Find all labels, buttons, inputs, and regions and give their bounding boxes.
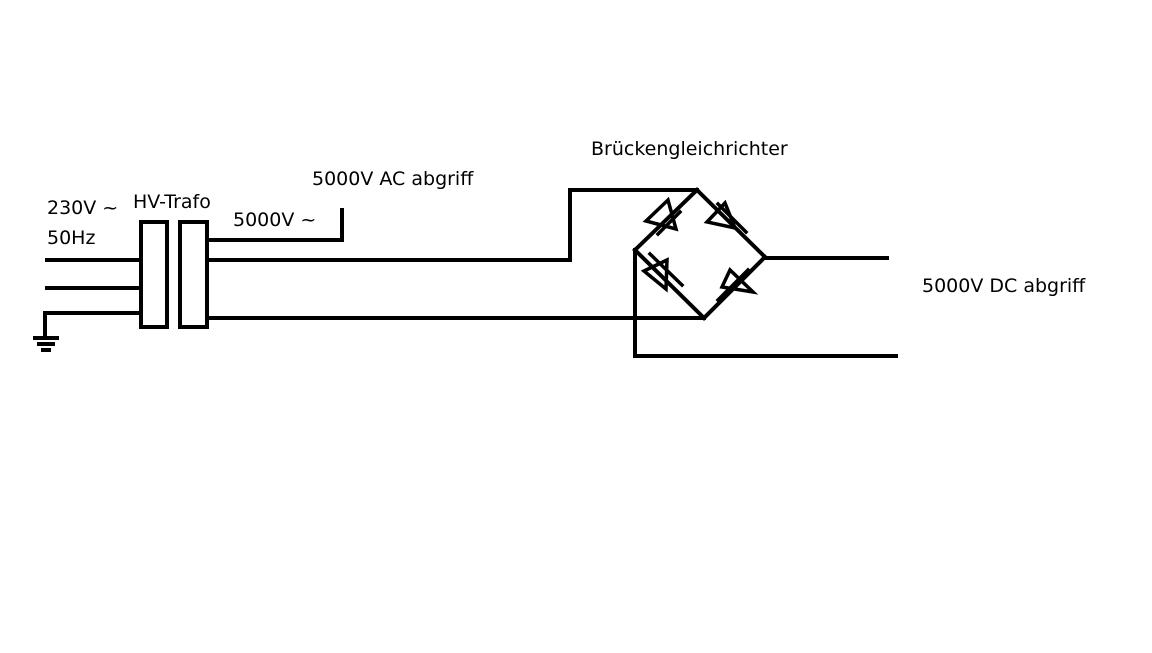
secondary-top-wire bbox=[205, 188, 699, 262]
transformer-label: HV-Trafo bbox=[133, 191, 211, 213]
input-frequency-label: 50Hz bbox=[47, 227, 96, 249]
diode bbox=[642, 196, 683, 237]
transformer-primary-coil bbox=[139, 220, 169, 329]
transformer-secondary-coil bbox=[178, 220, 209, 329]
bridge-rectifier bbox=[632, 187, 768, 321]
diode bbox=[703, 199, 749, 235]
ac-tap-wire bbox=[205, 208, 344, 242]
dc-tap-label: 5000V DC abgriff bbox=[922, 275, 1086, 297]
ground-symbol bbox=[33, 336, 59, 352]
diode bbox=[715, 267, 759, 303]
input-voltage-label: 230V ~ bbox=[47, 197, 119, 219]
bridge-rectifier-label: Brückengleichrichter bbox=[591, 138, 788, 160]
dc-output-negative bbox=[633, 248, 898, 358]
ac-tap-label: 5000V AC abgriff bbox=[312, 168, 474, 190]
secondary-voltage-label: 5000V ~ bbox=[233, 209, 317, 231]
input-line-earth bbox=[43, 311, 143, 338]
diode bbox=[640, 251, 685, 293]
